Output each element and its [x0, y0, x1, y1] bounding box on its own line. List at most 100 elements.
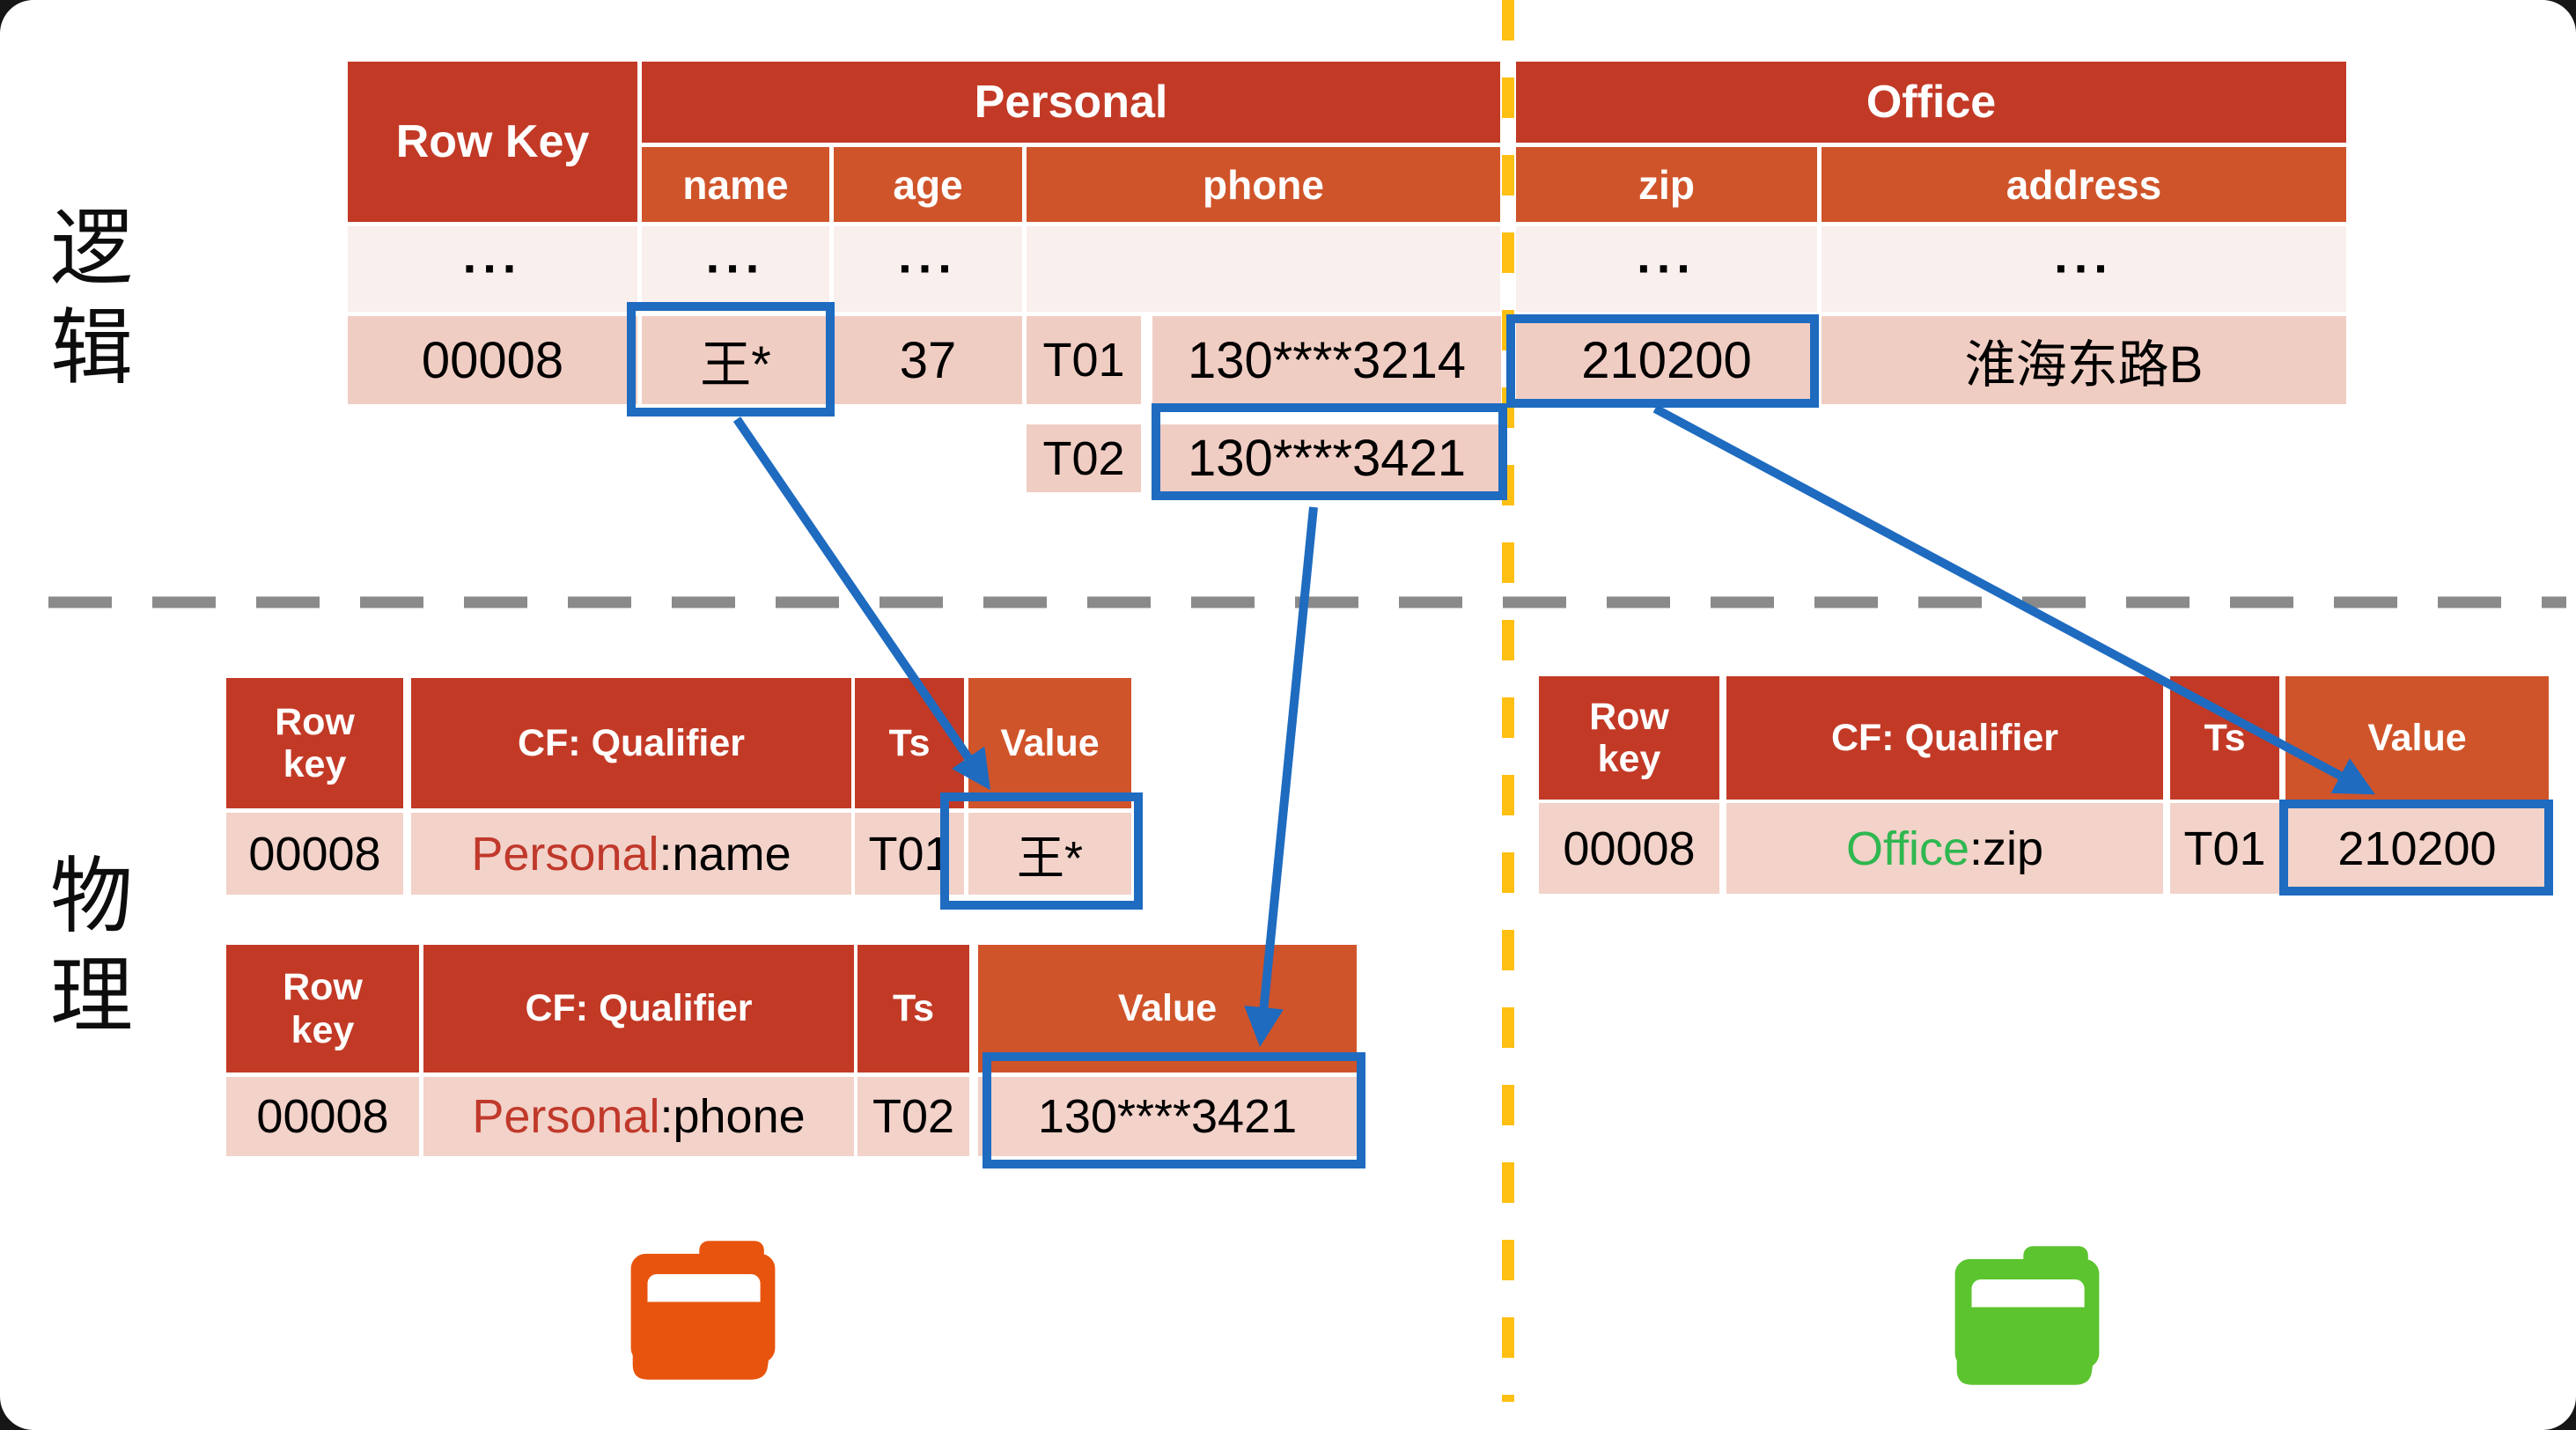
logical-ellipsis-rowkey-cell: ...	[348, 226, 637, 312]
physical1-value-header-text: Value	[1000, 721, 1100, 764]
physical1-rowkey-header-text: Row key	[275, 700, 355, 785]
highlight-box-physical-zip-value	[2279, 800, 2553, 896]
office-family-header-text: Office	[1866, 77, 1997, 128]
logical-rowkey-header-cell: Row Key	[348, 62, 637, 222]
physical3-ts-cell: T01	[2170, 803, 2279, 894]
logical-ellipsis-address-cell: ...	[1822, 226, 2346, 312]
physical1-value-cell: 王*	[968, 813, 1131, 895]
ellipsis-text: ...	[462, 227, 523, 284]
physical3-cf-text: Office	[1845, 822, 1969, 875]
phone-t01-ts-text: T01	[1042, 334, 1125, 387]
logical-address-column-header-cell: address	[1822, 147, 2346, 222]
physical3-ts-header-cell: Ts	[2170, 676, 2279, 800]
personal-family-header-text: Personal	[974, 77, 1168, 128]
logical-age-value-cell: 37	[834, 316, 1022, 404]
physical2-value-header-text: Value	[1117, 987, 1218, 1030]
highlight-box-logical-zip	[1506, 314, 1819, 408]
physical2-qualifier-text: :phone	[659, 1090, 806, 1143]
physical2-cf-qualifier-header-text: CF: Qualifier	[525, 987, 753, 1030]
address-column-header-text: address	[2006, 161, 2162, 208]
physical3-rowkey-cell: 00008	[1539, 803, 1719, 894]
physical3-value-header-text: Value	[2367, 716, 2467, 759]
open-folder-green-icon	[1954, 1246, 2100, 1385]
open-folder-orange-icon	[630, 1241, 776, 1380]
ellipsis-text: ...	[2054, 227, 2114, 284]
logical-rowkey-value-cell: 00008	[348, 316, 637, 404]
physical1-ts-header-text: Ts	[888, 721, 931, 764]
physical2-rowkey-header-text: Row key	[283, 966, 363, 1051]
physical3-value-text: 210200	[2337, 822, 2497, 875]
logical-personal-family-header-cell: Personal	[642, 62, 1500, 143]
logical-zip-value-cell: 210200	[1516, 316, 1817, 404]
logical-phone-t01-ts-cell: T01	[1027, 316, 1141, 404]
physical1-qualifier-text: :name	[659, 827, 791, 881]
rowkey-value-text: 00008	[421, 331, 564, 389]
physical1-ts-text: T01	[868, 827, 951, 881]
physical2-cf-qualifier-cell: Personal:phone	[423, 1077, 854, 1156]
logical-address-value-cell: 淮海东路B	[1822, 316, 2346, 404]
physical2-ts-header-cell: Ts	[857, 945, 969, 1072]
physical3-ts-text: T01	[2183, 822, 2266, 875]
logical-ellipsis-phone-cell	[1027, 226, 1500, 312]
logical-office-family-header-cell: Office	[1516, 62, 2346, 143]
physical2-value-text: 130****3421	[1037, 1090, 1298, 1143]
phone-t02-value-text: 130****3421	[1187, 430, 1467, 487]
physical3-ts-header-text: Ts	[2204, 716, 2246, 759]
phone-column-header-text: phone	[1203, 161, 1324, 208]
physical2-value-cell: 130****3421	[978, 1077, 1357, 1156]
physical1-cf-qualifier-cell: Personal:name	[411, 813, 851, 895]
logical-phone-column-header-cell: phone	[1027, 147, 1500, 222]
logical-phone-t01-value-cell: 130****3214	[1152, 316, 1501, 404]
ellipsis-text: ...	[1637, 227, 1696, 284]
physical3-rowkey-header-cell: Row key	[1539, 676, 1719, 800]
physical1-value-header-cell: Value	[968, 678, 1131, 808]
age-value-text: 37	[899, 331, 957, 389]
zip-value-text: 210200	[1581, 331, 1752, 389]
logical-section-label: 逻辑	[49, 202, 133, 394]
physical2-ts-header-text: Ts	[893, 987, 934, 1030]
physical3-rowkey-text: 00008	[1563, 822, 1696, 875]
logical-age-column-header-cell: age	[834, 147, 1022, 222]
physical3-cf-qualifier-header-cell: CF: Qualifier	[1726, 676, 2163, 800]
physical1-cf-text: Personal	[471, 827, 659, 881]
physical3-qualifier-text: :zip	[1969, 822, 2044, 875]
physical2-ts-text: T02	[872, 1090, 955, 1143]
logical-name-column-header-cell: name	[642, 147, 829, 222]
physical3-cf-qualifier-cell: Office:zip	[1726, 803, 2163, 894]
physical1-value-text: 王*	[1016, 832, 1083, 885]
phone-t02-ts-text: T02	[1042, 431, 1125, 485]
logical-zip-column-header-cell: zip	[1516, 147, 1817, 222]
highlight-box-logical-name	[627, 302, 835, 416]
physical3-value-header-cell: Value	[2285, 676, 2549, 800]
highlight-box-logical-phone-t02	[1152, 403, 1507, 500]
physical1-rowkey-header-cell: Row key	[226, 678, 403, 808]
logical-ellipsis-name-cell: ...	[642, 226, 829, 312]
physical2-rowkey-text: 00008	[256, 1090, 389, 1143]
ellipsis-text: ...	[705, 227, 766, 284]
logical-rowkey-header-text: Row Key	[395, 116, 590, 167]
highlight-box-physical-name-value	[940, 792, 1143, 910]
physical1-rowkey-text: 00008	[248, 827, 381, 881]
physical3-rowkey-header-text: Row key	[1589, 695, 1669, 780]
age-column-header-text: age	[893, 161, 963, 208]
physical1-rowkey-cell: 00008	[226, 813, 403, 895]
highlight-box-physical-phone-value	[983, 1052, 1365, 1168]
physical2-cf-qualifier-header-cell: CF: Qualifier	[423, 945, 854, 1072]
physical2-rowkey-cell: 00008	[226, 1077, 419, 1156]
physical-section-label: 物理	[49, 850, 133, 1042]
physical2-ts-cell: T02	[857, 1077, 969, 1156]
logical-phone-t02-value-cell: 130****3421	[1152, 424, 1501, 492]
logical-ellipsis-age-cell: ...	[834, 226, 1022, 312]
name-value-text: 王*	[700, 336, 771, 394]
physical2-rowkey-header-cell: Row key	[226, 945, 419, 1072]
physical1-cf-qualifier-header-text: CF: Qualifier	[517, 721, 746, 764]
physical1-cf-qualifier-header-cell: CF: Qualifier	[411, 678, 851, 808]
ellipsis-text: ...	[898, 227, 958, 284]
address-value-text: 淮海东路B	[1964, 336, 2204, 394]
physical1-ts-header-cell: Ts	[855, 678, 964, 808]
logical-name-value-cell: 王*	[642, 316, 829, 404]
phone-t01-value-text: 130****3214	[1187, 331, 1467, 389]
physical2-cf-text: Personal	[472, 1090, 660, 1143]
logical-phone-t02-ts-cell: T02	[1027, 424, 1141, 492]
